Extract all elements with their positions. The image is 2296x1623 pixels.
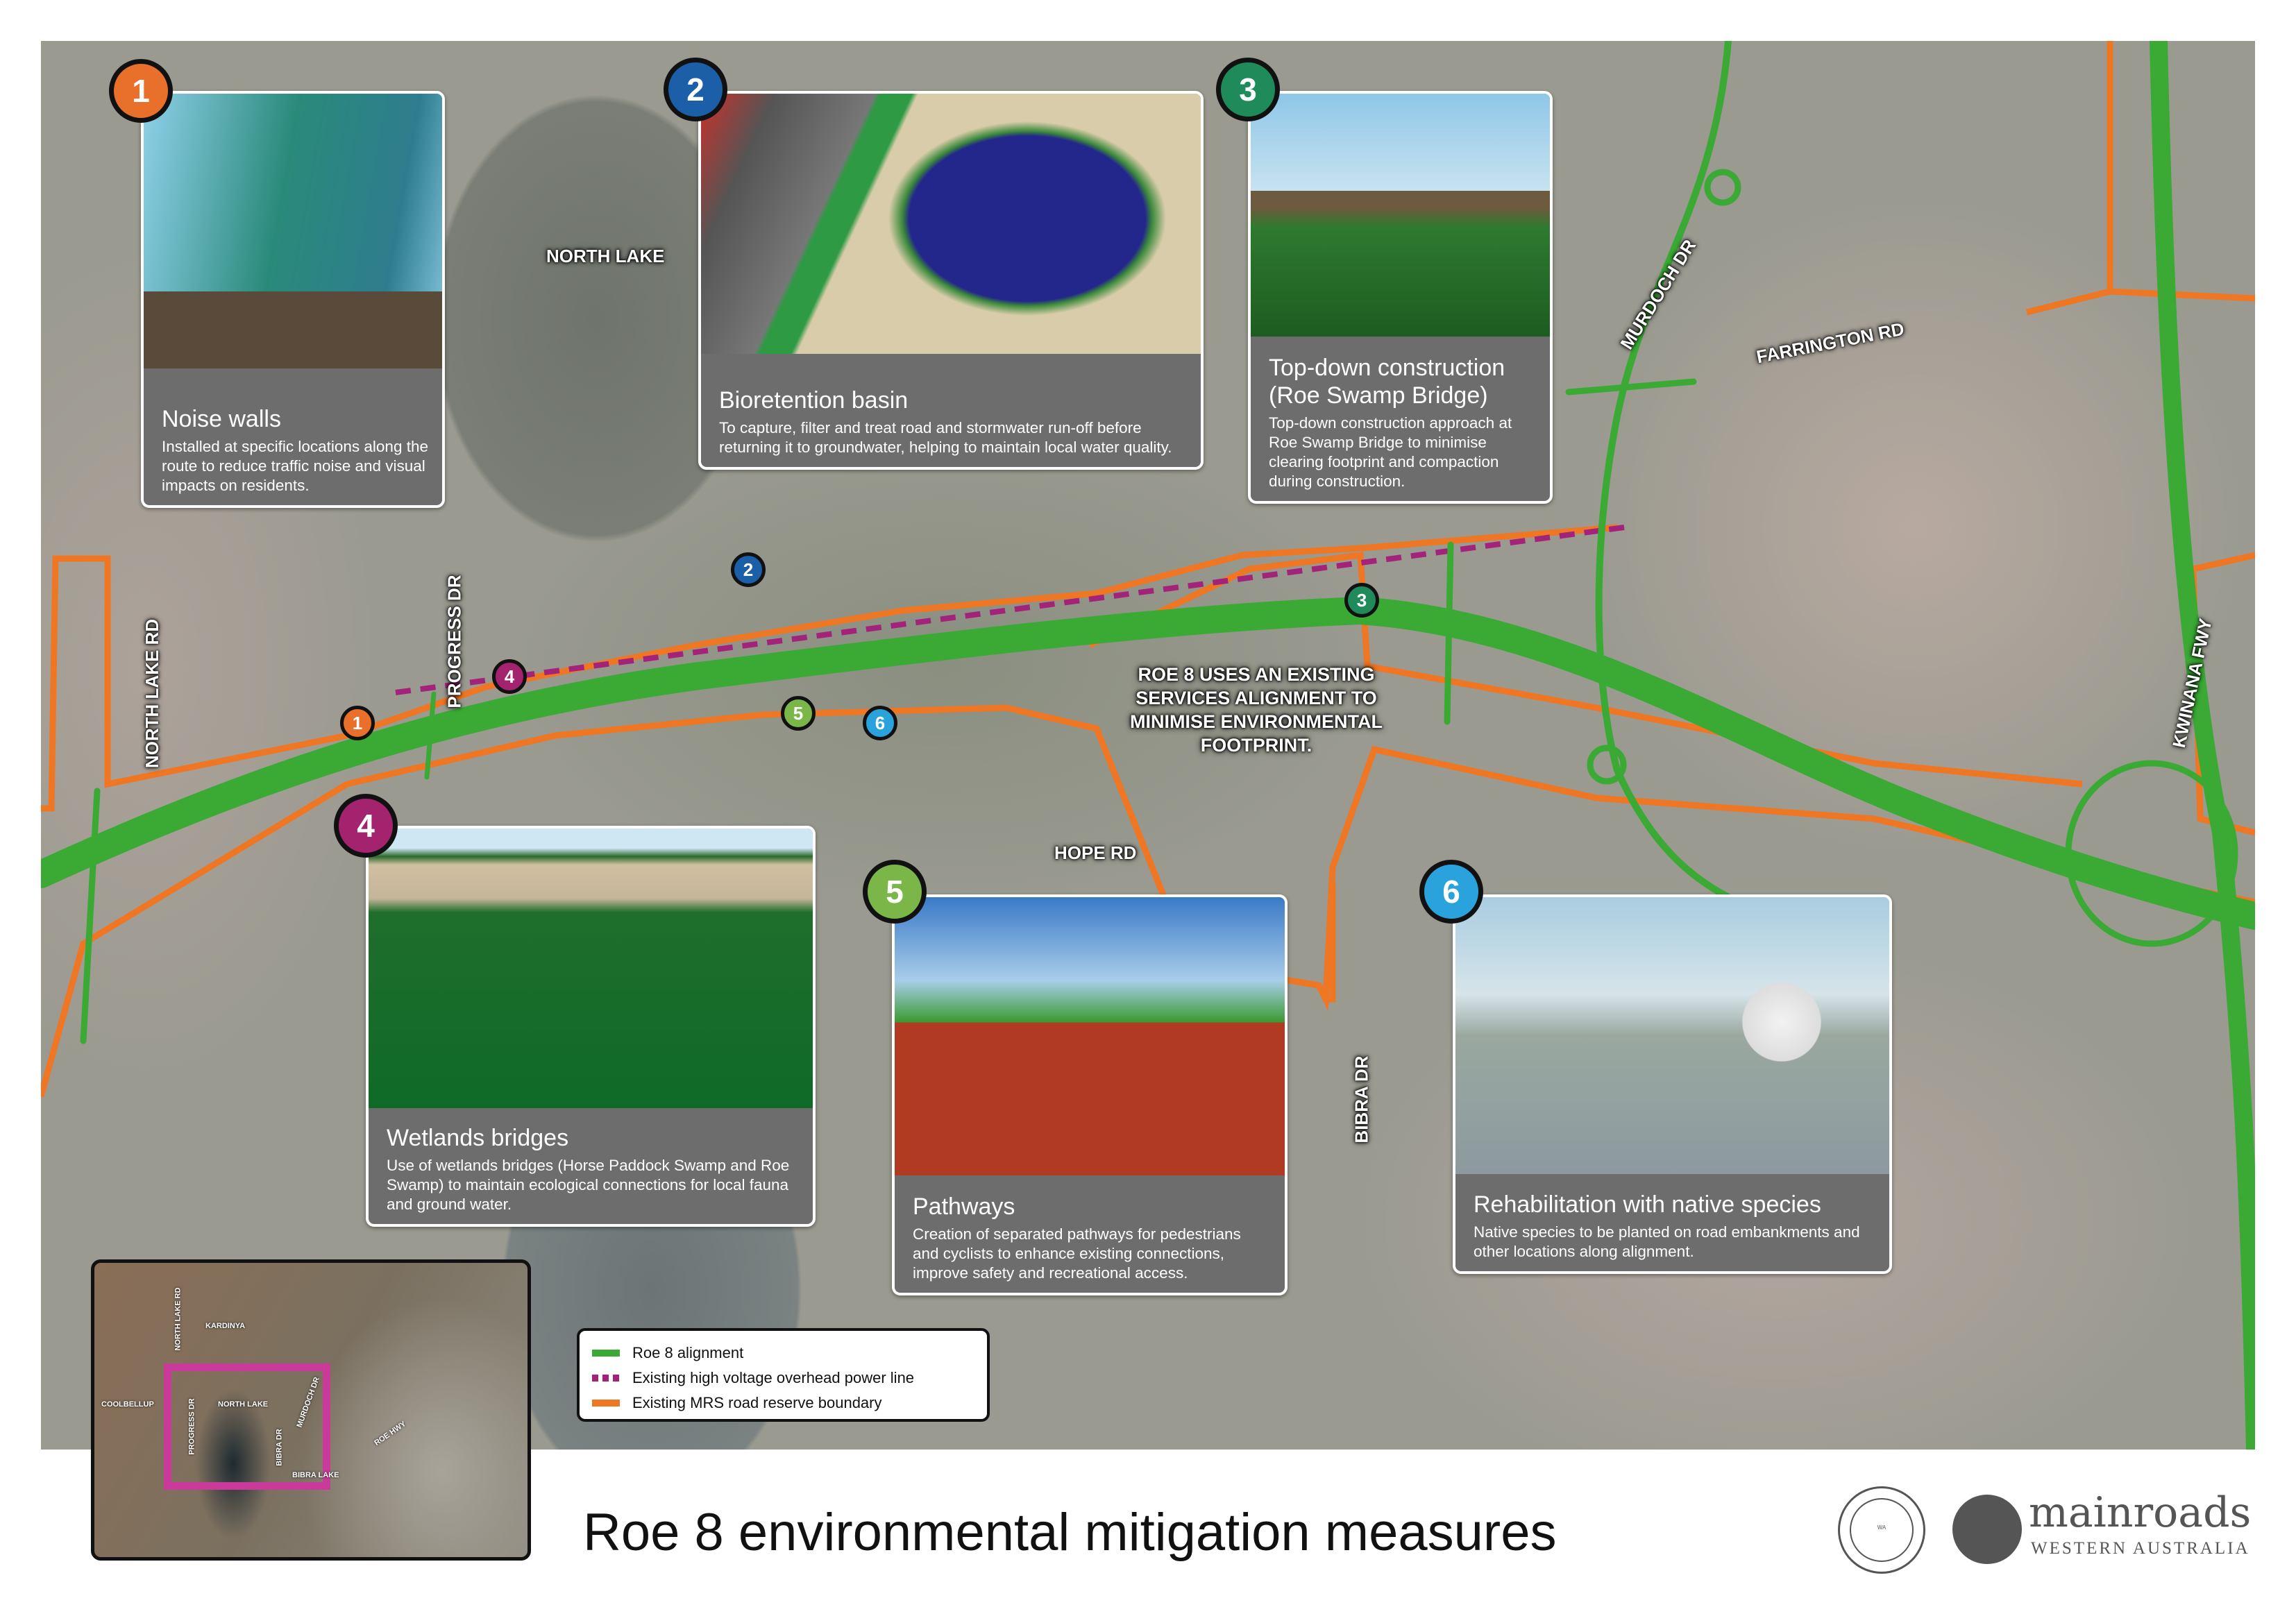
power-line — [395, 525, 1625, 695]
inset-label: NORTH LAKE RD — [174, 1287, 183, 1351]
card-body: Creation of separated pathways for pedes… — [913, 1225, 1241, 1282]
map-lines — [41, 41, 2255, 1450]
alignment-main — [41, 596, 2255, 930]
boundary-ne — [2025, 41, 2113, 316]
map-marker-6[interactable]: 6 — [863, 706, 897, 740]
boundary-north — [41, 524, 1618, 812]
card-body: Use of wetlands bridges (Horse Paddock S… — [387, 1157, 790, 1213]
government-seal-logo: WA — [1838, 1486, 1925, 1574]
card-title: Noise walls — [162, 406, 281, 432]
map-marker-2[interactable]: 2 — [731, 552, 766, 587]
map-marker-5[interactable]: 5 — [781, 696, 816, 731]
legend-label: Roe 8 alignment — [632, 1344, 744, 1361]
card-top-down-construction: Top-down construction (Roe Swamp Bridge)… — [1248, 91, 1553, 504]
page-title: Roe 8 environmental mitigation measures — [583, 1503, 1557, 1562]
badge-6: 6 — [1419, 860, 1483, 924]
badge-1: 1 — [109, 59, 173, 123]
legend-swatch-dashed — [592, 1375, 620, 1382]
inset-label: BIBRA DR — [275, 1429, 284, 1466]
map-legend: Roe 8 alignment Existing high voltage ov… — [577, 1328, 990, 1422]
inset-label: KARDINYA — [205, 1322, 246, 1330]
inset-label: ROE HWY — [373, 1420, 408, 1447]
wetlands-bridge-illustration — [369, 829, 813, 1108]
map-label-progress-dr: PROGRESS DR — [444, 575, 465, 708]
noise-wall-illustration — [144, 94, 442, 368]
legend-item-alignment: Roe 8 alignment — [592, 1341, 974, 1366]
map-label-north-lake-rd: NORTH LAKE RD — [142, 618, 163, 769]
pathways-illustration — [895, 897, 1285, 1175]
card-body: Top-down construction approach at Roe Sw… — [1269, 414, 1512, 490]
inset-label: BIBRA LAKE — [292, 1471, 339, 1479]
bioretention-illustration — [701, 94, 1201, 354]
inset-label: PROGRESS DR — [187, 1398, 196, 1455]
map-label-hope-rd: HOPE RD — [1054, 842, 1137, 863]
legend-item-boundary: Existing MRS road reserve boundary — [592, 1391, 974, 1416]
roundabout-south — [1587, 745, 1627, 785]
card-title: Top-down construction (Roe Swamp Bridge) — [1269, 355, 1505, 409]
locator-inset-map: KARDINYA NORTH LAKE RD COOLBELLUP PROGRE… — [91, 1259, 531, 1561]
boundary-ne2 — [2109, 288, 2255, 302]
inset-label: COOLBELLUP — [101, 1400, 154, 1409]
map-label-bibra-dr: BIBRA DR — [1351, 1055, 1372, 1144]
badge-2: 2 — [664, 58, 727, 121]
badge-5: 5 — [863, 860, 927, 924]
kwinana-fwy — [2150, 41, 2255, 1450]
badge-4: 4 — [334, 794, 398, 858]
card-title: Pathways — [913, 1193, 1015, 1220]
native-species-illustration — [1455, 897, 1889, 1174]
map-marker-4[interactable]: 4 — [492, 659, 527, 694]
construction-illustration — [1251, 94, 1550, 337]
card-body: To capture, filter and treat road and st… — [719, 419, 1172, 456]
interchange-loop — [2065, 760, 2238, 947]
legend-swatch-orange — [592, 1400, 620, 1407]
map-label-north-lake: NORTH LAKE — [546, 246, 665, 266]
card-title: Bioretention basin — [719, 387, 909, 414]
card-body: Native species to be planted on road emb… — [1474, 1223, 1860, 1260]
map-marker-3[interactable]: 3 — [1344, 583, 1379, 618]
map-marker-1[interactable]: 1 — [340, 706, 375, 740]
roe8-alignment — [41, 41, 2255, 1450]
boundary-bibra — [1326, 881, 1336, 1003]
mainroads-subtitle: WESTERN AUSTRALIA — [2031, 1539, 2250, 1558]
link-road — [1444, 541, 1454, 725]
legend-swatch-green — [592, 1350, 620, 1357]
card-body: Installed at specific locations along th… — [162, 438, 428, 494]
mainroads-emblem-icon — [1952, 1495, 2022, 1564]
card-bioretention-basin: Bioretention basin To capture, filter and… — [698, 91, 1204, 470]
inset-label: NORTH LAKE — [218, 1400, 269, 1409]
legend-label: Existing MRS road reserve boundary — [632, 1394, 882, 1411]
legend-label: Existing high voltage overhead power lin… — [632, 1369, 915, 1386]
study-area-box — [164, 1363, 330, 1490]
alignment-annotation: ROE 8 USES AN EXISTING SERVICES ALIGNMEN… — [1130, 664, 1383, 756]
card-title: Wetlands bridges — [387, 1125, 569, 1151]
boundary-middle — [1088, 551, 2083, 788]
logos: WA mainroads WESTERN AUSTRALIA — [1838, 1486, 2251, 1574]
murdoch-dr — [1595, 41, 1808, 926]
card-title: Rehabilitation with native species — [1474, 1191, 1821, 1218]
badge-3: 3 — [1216, 58, 1280, 121]
mainroads-wordmark: mainroads — [2029, 1488, 2252, 1537]
roundabout-north — [1704, 169, 1741, 206]
mrs-boundary-lines — [41, 41, 2255, 1098]
legend-item-powerline: Existing high voltage overhead power lin… — [592, 1366, 974, 1391]
